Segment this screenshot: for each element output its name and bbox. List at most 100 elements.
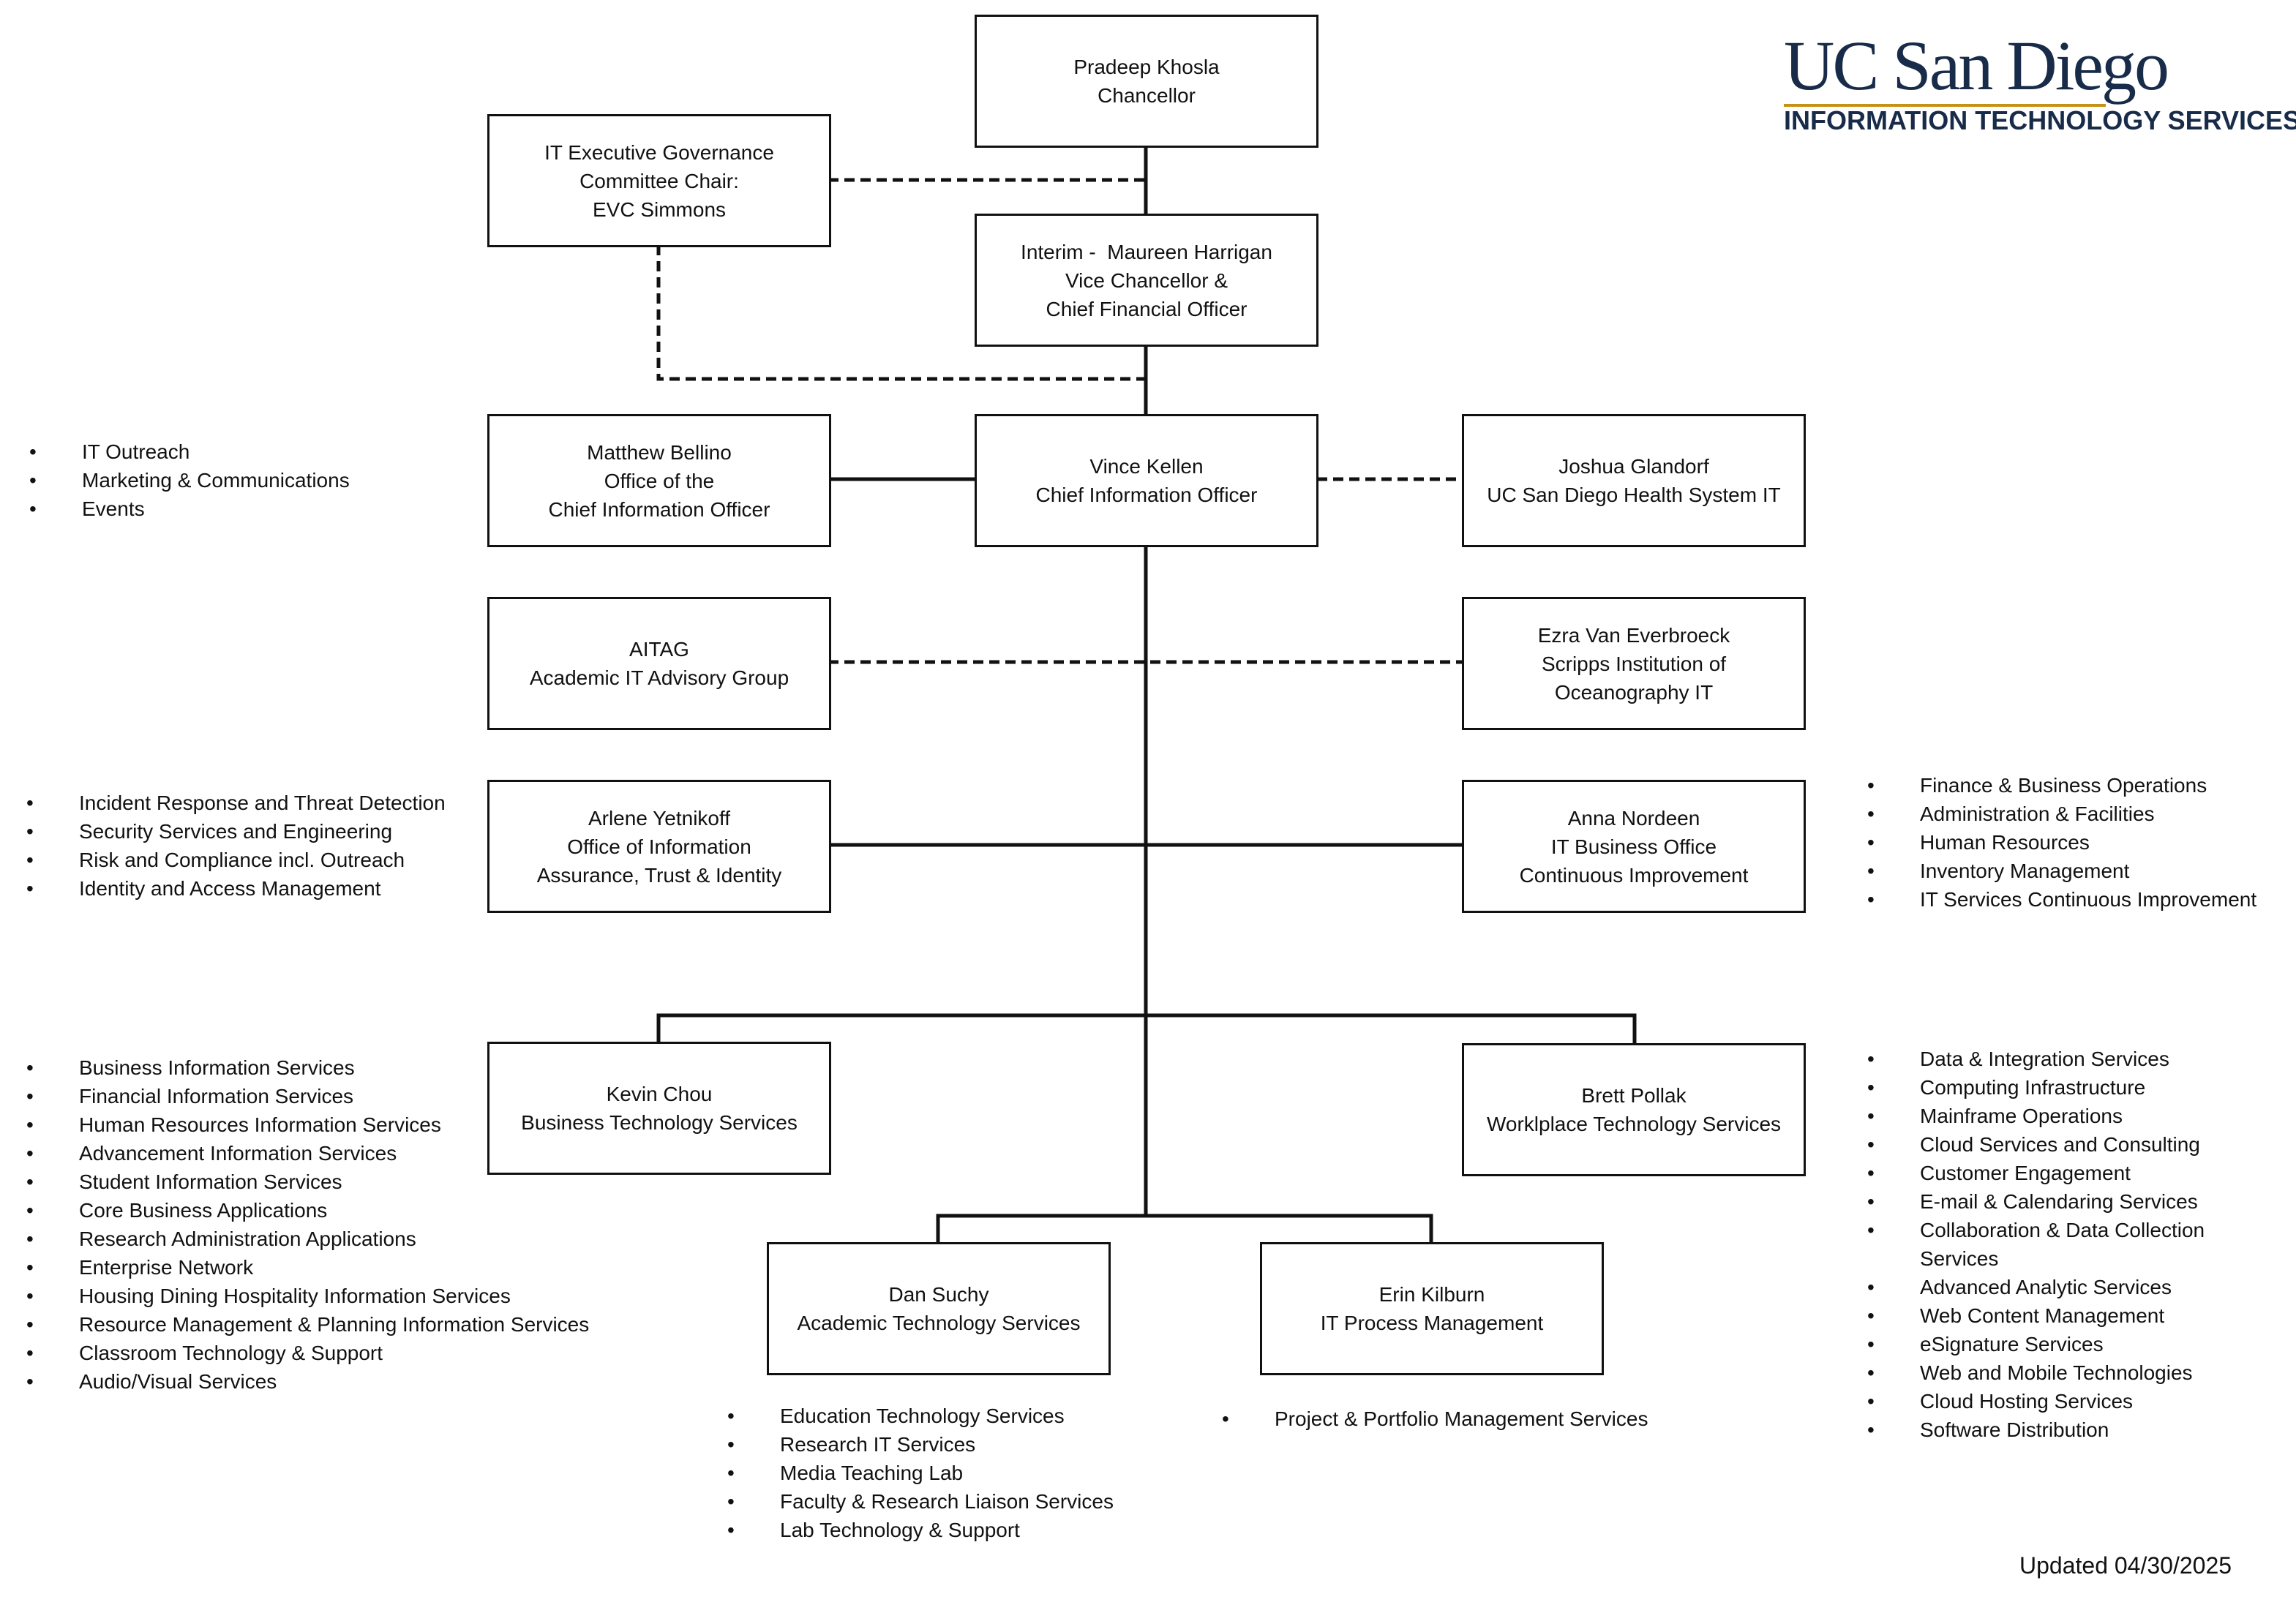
list-item: Faculty & Research Liaison Services: [727, 1487, 1114, 1516]
list-item: Data & Integration Services: [1867, 1045, 2248, 1073]
list-item: Media Teaching Lab: [727, 1459, 1114, 1487]
box-line: Erin Kilburn: [1378, 1283, 1485, 1306]
box-line: Academic Technology Services: [797, 1312, 1081, 1334]
box-line: Vince Kellen: [1089, 455, 1204, 478]
list-item: Administration & Facilities: [1867, 800, 2256, 828]
list-item: Finance & Business Operations: [1867, 771, 2256, 800]
list-item: Lab Technology & Support: [727, 1516, 1114, 1544]
list-security-services: Incident Response and Threat Detection S…: [26, 789, 446, 903]
list-item: IT Services Continuous Improvement: [1867, 885, 2256, 914]
list-item: Research IT Services: [727, 1430, 1114, 1459]
list-item: Financial Information Services: [26, 1082, 589, 1110]
list-item: Cloud Hosting Services: [1867, 1387, 2248, 1415]
box-line: AITAG: [629, 638, 689, 661]
box-line: Chancellor: [1098, 84, 1196, 107]
box-line: Continuous Improvement: [1519, 863, 1749, 887]
list-item: Incident Response and Threat Detection: [26, 789, 446, 817]
list-item: Web Content Management: [1867, 1301, 2248, 1330]
list-item: Inventory Management: [1867, 857, 2256, 885]
box-line: Joshua Glandorf: [1558, 455, 1709, 478]
updated-date: Updated 04/30/2025: [2019, 1552, 2232, 1579]
box-line: Chief Information Officer: [1035, 484, 1258, 506]
list-item: eSignature Services: [1867, 1330, 2248, 1358]
list-item: Business Information Services: [26, 1053, 589, 1082]
list-item: Identity and Access Management: [26, 874, 446, 903]
box-line: EVC Simmons: [592, 198, 727, 221]
list-item: Advanced Analytic Services: [1867, 1273, 2248, 1301]
box-line: Office of Information: [567, 835, 751, 858]
list-wts-services: Data & Integration Services Computing In…: [1867, 1045, 2248, 1444]
ucsd-logo: UC San Diego: [1784, 26, 2169, 107]
list-item: Housing Dining Hospitality Information S…: [26, 1282, 589, 1310]
list-item: Customer Engagement: [1867, 1159, 2248, 1187]
box-line: Academic IT Advisory Group: [529, 666, 789, 689]
list-item: Project & Portfolio Management Services: [1222, 1405, 1648, 1433]
box-line: Matthew Bellino: [587, 440, 732, 464]
list-item: Collaboration & Data Collection Services: [1867, 1216, 2248, 1273]
list-item: Cloud Services and Consulting: [1867, 1130, 2248, 1159]
list-item: Human Resources: [1867, 828, 2256, 857]
logo-gold-rule: [1784, 104, 2106, 107]
box-line: Assurance, Trust & Identity: [536, 863, 782, 887]
list-item: Classroom Technology & Support: [26, 1339, 589, 1367]
list-item: Computing Infrastructure: [1867, 1073, 2248, 1102]
line-ats-process-branch: [936, 1214, 1433, 1242]
box-line: IT Process Management: [1320, 1312, 1544, 1334]
box-line: Oceanography IT: [1554, 680, 1714, 704]
list-item: Student Information Services: [26, 1168, 589, 1196]
list-item: Events: [29, 495, 350, 523]
list-item: IT Outreach: [29, 437, 350, 466]
list-item: Software Distribution: [1867, 1415, 2248, 1444]
box-line: Worklplace Technology Services: [1486, 1113, 1782, 1135]
box-line: IT Executive Governance: [544, 140, 774, 164]
box-line: Kevin Chou: [606, 1083, 713, 1105]
list-item: Advancement Information Services: [26, 1139, 589, 1168]
list-item: Security Services and Engineering: [26, 817, 446, 846]
box-aitag: AITAG Academic IT Advisory Group: [487, 597, 831, 730]
box-line: IT Business Office: [1550, 835, 1717, 858]
box-line: Chief Financial Officer: [1046, 297, 1248, 320]
list-ocio-services: IT Outreach Marketing & Communications E…: [29, 437, 350, 523]
list-item: Mainframe Operations: [1867, 1102, 2248, 1130]
dashed-governance-to-cio: [656, 245, 1146, 381]
list-item: Core Business Applications: [26, 1196, 589, 1225]
list-ats-services: Education Technology Services Research I…: [727, 1402, 1114, 1544]
list-item: Audio/Visual Services: [26, 1367, 589, 1396]
list-business-office-services: Finance & Business Operations Administra…: [1867, 771, 2256, 914]
list-item: Risk and Compliance incl. Outreach: [26, 846, 446, 874]
list-bts-services: Business Information Services Financial …: [26, 1053, 589, 1396]
box-line: Brett Pollak: [1581, 1084, 1687, 1107]
box-line: Ezra Van Everbroeck: [1537, 623, 1730, 647]
box-line: Committee Chair:: [579, 169, 739, 192]
box-line: Scripps Institution of: [1541, 652, 1727, 675]
list-item: E-mail & Calendaring Services: [1867, 1187, 2248, 1216]
box-line: Arlene Yetnikoff: [588, 806, 731, 830]
line-bts-wts-branch: [656, 1013, 1637, 1043]
box-line: Office of the: [604, 469, 715, 492]
box-line: Vice Chancellor &: [1065, 268, 1228, 292]
box-line: Interim - Maureen Harrigan: [1021, 240, 1272, 263]
list-item: Web and Mobile Technologies: [1867, 1358, 2248, 1387]
box-line: Pradeep Khosla: [1073, 56, 1220, 78]
box-line: Chief Information Officer: [548, 497, 770, 521]
logo-wordmark: UC San Diego: [1784, 26, 2169, 105]
box-line: Anna Nordeen: [1567, 806, 1700, 830]
list-item: Enterprise Network: [26, 1253, 589, 1282]
list-item: Human Resources Information Services: [26, 1110, 589, 1139]
department-name: INFORMATION TECHNOLOGY SERVICES: [1784, 105, 2296, 135]
box-line: Dan Suchy: [888, 1283, 989, 1306]
box-it-process-management: Erin Kilburn IT Process Management: [1260, 1242, 1604, 1375]
list-process-services: Project & Portfolio Management Services: [1222, 1405, 1648, 1433]
list-item: Marketing & Communications: [29, 466, 350, 495]
box-line: UC San Diego Health System IT: [1487, 484, 1781, 506]
